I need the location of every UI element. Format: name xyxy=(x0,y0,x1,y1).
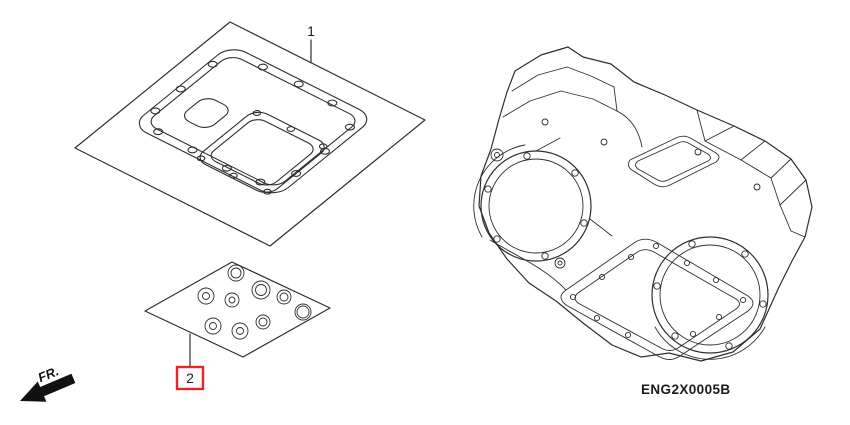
deck-opening xyxy=(627,135,720,188)
callout-1-label[interactable]: 1 xyxy=(307,23,315,39)
clutch-opening-ring xyxy=(473,144,592,262)
large-gasket-inner-line xyxy=(145,54,361,189)
engine-facet-lines xyxy=(489,109,807,291)
oring-seal-kit-drawing xyxy=(144,261,331,358)
small-gasket-inner-line xyxy=(206,117,318,189)
small-gasket-outer-line xyxy=(194,109,330,197)
gasket-sheet-drawing xyxy=(75,22,425,246)
seal-kit-sheet-outline xyxy=(144,261,331,358)
generator-opening-ring xyxy=(651,236,769,360)
crankcase-gasket-face xyxy=(560,238,754,360)
engine-bosses xyxy=(490,118,761,269)
callout-1[interactable]: 1 xyxy=(307,23,315,63)
engine-top-cover-lines xyxy=(502,66,643,148)
fr-arrow-icon xyxy=(20,373,76,402)
callout-2[interactable]: 2 xyxy=(175,333,205,391)
diagram-code: ENG2X0005B xyxy=(641,382,731,397)
large-gasket-outer-line xyxy=(131,45,375,198)
gasket-shapes xyxy=(129,44,375,199)
engine-outline xyxy=(478,46,813,362)
oring-set xyxy=(197,264,312,340)
callout-2-label[interactable]: 2 xyxy=(186,370,194,386)
fr-direction-arrow: FR. xyxy=(20,363,76,402)
callout-2-highlight-box[interactable] xyxy=(175,365,205,391)
crankcase-bolt-holes xyxy=(569,242,747,339)
gasket-bolt-holes xyxy=(129,45,372,198)
engine-assembly-drawing xyxy=(473,46,813,362)
clutch-ring-bolt-holes xyxy=(484,152,588,260)
generator-ring-bolt-holes xyxy=(653,240,767,350)
gasket-sheet-outline xyxy=(74,21,426,247)
gasket-cutout xyxy=(180,96,234,131)
